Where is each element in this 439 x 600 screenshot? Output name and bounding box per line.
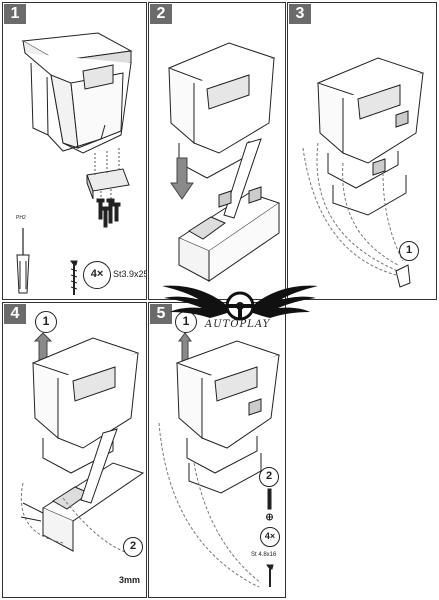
armrest-mount-illustration bbox=[167, 42, 281, 282]
screw-count-label: 4× bbox=[264, 531, 276, 541]
callout-1-circle: 1 bbox=[35, 311, 57, 333]
screw-count-circle: 4× bbox=[260, 527, 280, 547]
autoplay-logo bbox=[162, 285, 318, 321]
screw-count-circle: 4× bbox=[83, 261, 111, 289]
step-number: 1 bbox=[4, 4, 26, 24]
drill-size-label: 3mm bbox=[119, 575, 141, 585]
callout-number: 1 bbox=[182, 314, 190, 328]
step-number: 3 bbox=[289, 4, 311, 24]
ph2-label: PH2 bbox=[16, 215, 26, 221]
step-number: 5 bbox=[150, 304, 172, 324]
armrest-fix-illustration bbox=[158, 332, 281, 588]
callout-2-circle: 2 bbox=[123, 537, 143, 557]
armrest-exploded-illustration bbox=[16, 32, 133, 295]
callout-number: 2 bbox=[129, 540, 137, 552]
armrest-lift-illustration bbox=[20, 332, 145, 554]
step-4-panel: 4 1 2 3mm bbox=[2, 302, 147, 598]
screw-spec-label: St 4.8x16 bbox=[251, 552, 277, 558]
screw-count-label: 4× bbox=[90, 268, 104, 280]
callout-2-circle: 2 bbox=[259, 467, 279, 487]
callout-number: 1 bbox=[405, 244, 413, 256]
callout-1-circle: 1 bbox=[399, 241, 419, 261]
blank-area bbox=[287, 302, 437, 598]
step-number: 4 bbox=[4, 304, 26, 324]
logo-text: AUTOPLAY bbox=[205, 319, 271, 330]
callout-number: 1 bbox=[42, 314, 50, 328]
step-3-panel: 3 1 bbox=[287, 2, 437, 300]
step-5-panel: 5 1 2 4× St 4.8x16 bbox=[148, 302, 286, 598]
callout-number: 2 bbox=[265, 470, 273, 482]
screw-spec-label: St3.9x25 bbox=[113, 269, 147, 279]
step-1-panel: 1 bbox=[2, 2, 147, 300]
step-number: 2 bbox=[150, 4, 172, 24]
step-2-panel: 2 bbox=[148, 2, 286, 300]
armrest-swing-illustration bbox=[302, 57, 425, 288]
